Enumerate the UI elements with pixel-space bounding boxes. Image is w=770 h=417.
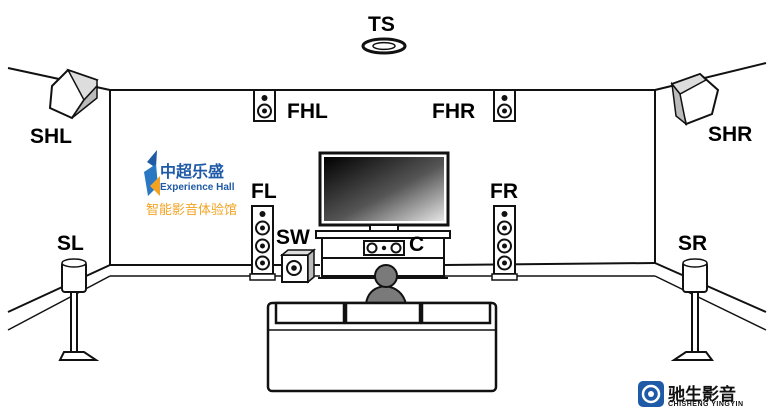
room-walls	[7, 62, 767, 331]
logo-chinese-title: 中超乐盛	[160, 162, 225, 181]
watermark-english: CHISHENG YINGYIN	[668, 401, 744, 408]
label-sw: SW	[276, 226, 310, 249]
label-c: C	[409, 233, 425, 256]
experience-hall-logo-emblem	[144, 150, 160, 196]
listener	[364, 264, 408, 305]
watermark-chinese: 驰生影音	[668, 385, 736, 405]
subwoofer	[279, 248, 317, 284]
chisheng-logo-icon	[638, 381, 664, 407]
label-shl: SHL	[30, 125, 72, 148]
shl-speaker	[48, 68, 99, 120]
center-speaker	[363, 240, 405, 256]
sl-speaker	[58, 258, 100, 361]
label-ts: TS	[368, 13, 395, 36]
fhl-speaker	[253, 89, 276, 122]
logo-english-title: Experience Hall	[160, 182, 235, 193]
fhr-speaker	[493, 89, 516, 122]
fl-speaker	[249, 205, 276, 281]
ts-speaker	[361, 37, 407, 55]
label-shr: SHR	[708, 123, 753, 146]
logo-subtitle: 智能影音体验馆	[146, 203, 238, 218]
label-fr: FR	[490, 180, 518, 203]
label-fl: FL	[251, 180, 277, 203]
label-sl: SL	[57, 232, 84, 255]
shr-speaker	[670, 72, 720, 126]
label-fhr: FHR	[432, 100, 476, 123]
fr-speaker	[491, 205, 518, 281]
tv	[318, 151, 450, 232]
sofa	[266, 301, 498, 393]
label-sr: SR	[678, 232, 708, 255]
label-fhl: FHL	[287, 100, 328, 123]
sr-speaker	[670, 258, 714, 361]
